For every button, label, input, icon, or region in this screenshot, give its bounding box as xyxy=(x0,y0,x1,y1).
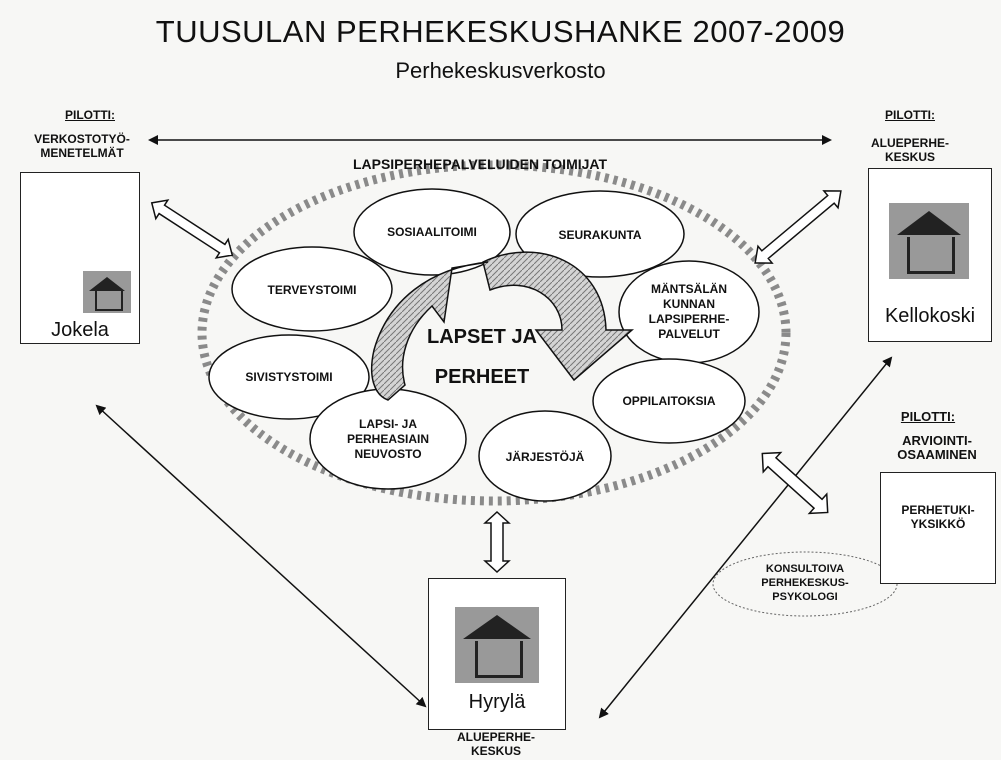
cycle-arrow-left xyxy=(370,261,489,401)
perhetuki-double-arrow xyxy=(761,451,829,515)
cycle-arrow-right xyxy=(482,251,635,382)
perhetuki-unit: PERHETUKI- YKSIKKÖ xyxy=(901,503,975,531)
oval-oppilaitoksia xyxy=(592,358,746,444)
right-bottom-arrow xyxy=(598,356,893,719)
eval-pilot-desc: ARVIOINTI- OSAAMINEN xyxy=(897,433,977,462)
oval-seurakunta xyxy=(515,190,685,278)
right-pilot-desc: ALUEPERHE- KESKUS xyxy=(870,136,949,164)
place-kellokoski: Kellokoski xyxy=(884,305,976,327)
place-hyryla: Hyrylä xyxy=(468,691,526,713)
page-title: TUUSULAN PERHEKESKUSHANKE 2007-2009 xyxy=(155,14,846,49)
kellokoski-ring-double-arrow xyxy=(754,190,842,264)
consultant-oval xyxy=(712,551,898,617)
actor-label-mantsala: MÄNTSÄLÄN KUNNAN LAPSIPERHE- PALVELUT xyxy=(648,282,730,341)
actor-label-seurakunta: SEURAKUNTA xyxy=(558,228,642,242)
house-icon xyxy=(889,203,969,279)
jokela-box: Jokela xyxy=(20,172,140,344)
oval-terveystoimi xyxy=(231,246,393,332)
hyryla-ring-double-arrow xyxy=(483,510,511,574)
left-pilot-desc: VERKOSTOTYÖ- MENETELMÄT xyxy=(34,132,130,160)
eval-pilot-label: PILOTTI: xyxy=(900,409,956,424)
place-jokela: Jokela xyxy=(51,319,109,341)
core-label-line2: PERHEET xyxy=(434,366,530,388)
page-subtitle: Perhekeskusverkosto xyxy=(395,58,606,83)
left-bottom-arrow xyxy=(95,404,427,708)
core-label-line1: LAPSET JA xyxy=(426,326,538,348)
actor-label-oppilaitoksia: OPPILAITOKSIA xyxy=(622,394,716,408)
consultant-label: KONSULTOIVA PERHEKESKUS- PSYKOLOGI xyxy=(761,563,849,603)
actor-label-neuvosto: LAPSI- JA PERHEASIAIN NEUVOSTO xyxy=(346,417,429,461)
kellokoski-box: Kellokoski xyxy=(868,168,992,342)
hyryla-box: Hyrylä xyxy=(428,578,566,730)
bottom-desc: ALUEPERHE- KESKUS xyxy=(456,730,535,758)
right-pilot-label: PILOTTI: xyxy=(885,108,935,122)
oval-jarjestoja xyxy=(478,410,612,502)
perhetuki-box: PERHETUKI- YKSIKKÖ xyxy=(880,472,996,584)
oval-sivistystoimi xyxy=(208,334,370,420)
jokela-ring-double-arrow xyxy=(150,199,234,259)
left-pilot-label: PILOTTI: xyxy=(65,108,115,122)
house-icon xyxy=(455,607,539,683)
actor-label-terveystoimi: TERVEYSTOIMI xyxy=(267,283,357,297)
actors-ring xyxy=(197,160,791,506)
house-icon xyxy=(83,271,131,313)
actor-label-sivistystoimi: SIVISTYSTOIMI xyxy=(245,370,333,384)
actor-label-sosiaalitoimi: SOSIAALITOIMI xyxy=(387,225,477,239)
actors-heading: LAPSIPERHEPALVELUIDEN TOIMIJAT xyxy=(352,156,608,172)
oval-sosiaalitoimi xyxy=(353,188,511,276)
actor-label-jarjestoja: JÄRJESTÖJÄ xyxy=(505,450,585,464)
